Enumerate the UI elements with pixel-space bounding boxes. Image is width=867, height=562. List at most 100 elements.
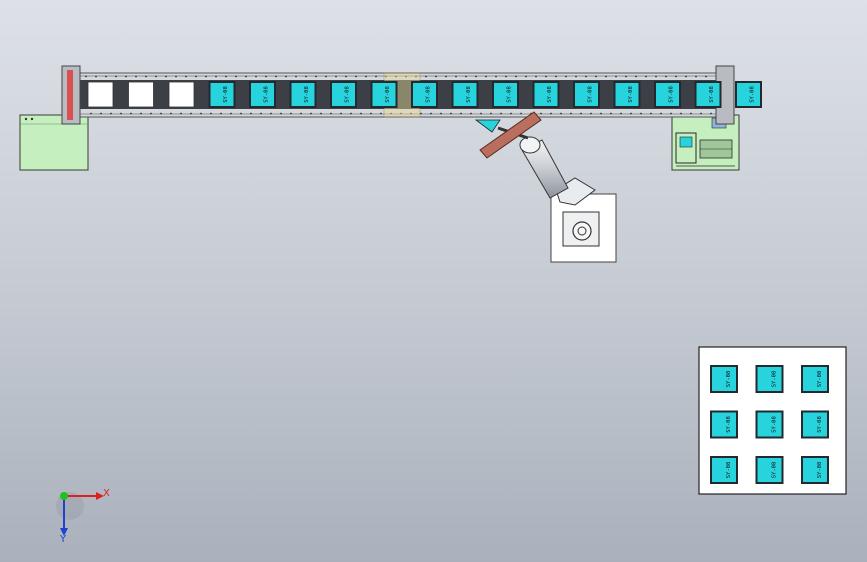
- bolt-icon: [650, 112, 652, 115]
- product-label: SY-08: [709, 86, 715, 103]
- bolt-icon: [245, 75, 247, 78]
- bolt-icon: [345, 75, 347, 78]
- product-slot: SY-08: [613, 81, 641, 108]
- bolt-icon: [200, 112, 202, 115]
- bolt-icon: [385, 75, 387, 78]
- bolt-icon: [680, 112, 682, 115]
- bolt-icon: [330, 112, 332, 115]
- bolt-icon: [355, 75, 357, 78]
- bolt-icon: [690, 112, 692, 115]
- bolt-icon: [235, 75, 237, 78]
- rail-bolts: [85, 75, 712, 115]
- bolt-icon: [420, 112, 422, 115]
- bolt-icon: [440, 112, 442, 115]
- bolt-icon: [115, 75, 117, 78]
- bolt-icon: [405, 75, 407, 78]
- empty-slot: [168, 81, 195, 108]
- bolt-icon: [710, 112, 712, 115]
- bolt-icon: [295, 75, 297, 78]
- bolt-icon: [485, 75, 487, 78]
- origin-icon: [60, 492, 68, 500]
- bolt-icon: [120, 112, 122, 115]
- bolt-icon: [500, 112, 502, 115]
- bolt-icon: [560, 112, 562, 115]
- bolt-icon: [185, 75, 187, 78]
- pallet-product: SY-08: [755, 456, 784, 484]
- bolt-icon: [395, 75, 397, 78]
- bolt-icon: [555, 75, 557, 78]
- bolt-icon: [145, 75, 147, 78]
- bolt-icon: [400, 112, 402, 115]
- product-label: SY-08: [426, 86, 432, 103]
- bolt-icon: [450, 112, 452, 115]
- product-label: SY-08: [628, 86, 634, 103]
- bolt-icon: [280, 112, 282, 115]
- bolt-icon: [90, 112, 92, 115]
- product-slot: SY-08: [208, 81, 236, 108]
- product-label: SY-08: [817, 462, 823, 479]
- x-axis-label: X: [103, 488, 110, 499]
- product-slot: SY-08: [370, 81, 398, 108]
- bolt-icon: [370, 112, 372, 115]
- bolt-icon: [160, 112, 162, 115]
- product-label: SY-08: [507, 86, 513, 103]
- bolt-icon: [410, 112, 412, 115]
- conveyor-slots: SY-08 SY-08 SY-08 SY-08 SY-08 SY-08 SY-08 SY-08…: [87, 81, 762, 108]
- product-label: SY-08: [345, 86, 351, 103]
- bolt-icon: [470, 112, 472, 115]
- bolt-icon: [365, 75, 367, 78]
- bolt-icon: [165, 75, 167, 78]
- bolt-icon: [635, 75, 637, 78]
- bolt-icon: [265, 75, 267, 78]
- bolt-icon: [360, 112, 362, 115]
- product-label: SY-08: [385, 86, 391, 103]
- bolt-icon: [595, 75, 597, 78]
- bolt-icon: [695, 75, 697, 78]
- product-label: SY-08: [588, 86, 594, 103]
- bolt-icon: [260, 112, 262, 115]
- bolt-icon: [110, 112, 112, 115]
- bolt-icon: [95, 75, 97, 78]
- bolt-icon: [700, 112, 702, 115]
- empty-slot: [128, 81, 154, 108]
- pallet-product: SY-08: [801, 456, 829, 484]
- bolt-icon: [675, 75, 677, 78]
- bolt-icon: [380, 112, 382, 115]
- product-slot: SY-08: [654, 81, 681, 108]
- bolt-icon: [575, 75, 577, 78]
- product-label: SY-08: [264, 86, 270, 103]
- product-slot: SY-08: [492, 81, 519, 108]
- product-slot: SY-08: [532, 81, 560, 108]
- bolt-icon: [255, 75, 257, 78]
- product-label: SY-08: [726, 371, 732, 388]
- bolt-icon: [270, 112, 272, 115]
- bolt-icon: [250, 112, 252, 115]
- bolt-icon: [655, 75, 657, 78]
- bolt-icon: [215, 75, 217, 78]
- product-label: SY-08: [466, 86, 472, 103]
- bolt-icon: [570, 112, 572, 115]
- bolt-icon: [350, 112, 352, 115]
- product-label: SY-08: [772, 462, 778, 479]
- y-axis-label: Y: [59, 534, 67, 545]
- bolt-icon: [520, 112, 522, 115]
- pallet-product: SY-08: [710, 456, 738, 484]
- product-slot: SY-08: [735, 81, 762, 108]
- bolt-icon: [290, 112, 292, 115]
- bolt-icon: [325, 75, 327, 78]
- pallet-product: SY-08: [801, 410, 829, 439]
- bolt-icon: [670, 112, 672, 115]
- bolt-icon: [535, 75, 537, 78]
- product-slot: SY-08: [573, 81, 600, 108]
- product-label: SY-08: [726, 462, 732, 479]
- bolt-icon: [100, 112, 102, 115]
- bolt-icon: [625, 75, 627, 78]
- bolt-icon: [195, 75, 197, 78]
- bolt-icon: [665, 75, 667, 78]
- bolt-icon: [510, 112, 512, 115]
- bolt-icon: [415, 75, 417, 78]
- bolt-icon: [705, 75, 707, 78]
- product-slot: SY-08: [330, 81, 357, 108]
